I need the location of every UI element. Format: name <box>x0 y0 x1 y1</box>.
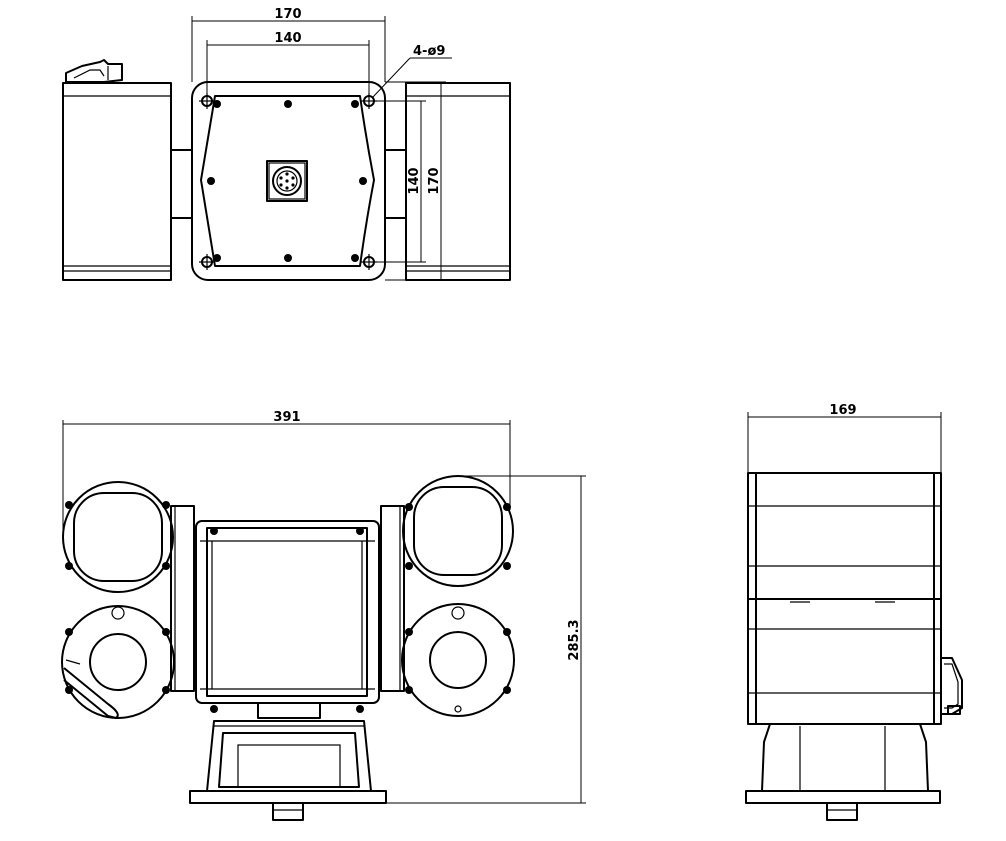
front-view: 391 285.3 <box>61 410 586 821</box>
side-view-lower-housing <box>747 598 942 725</box>
side-view-upper-housing <box>747 472 942 600</box>
side-view-base <box>745 723 941 821</box>
dimension-side-overall-width <box>747 412 942 473</box>
top-view-right-housing <box>405 82 511 281</box>
front-view-pedestal <box>189 720 387 821</box>
mounting-holes-leader <box>371 57 452 99</box>
top-view: 170 140 4-ø9 140 170 <box>62 7 511 281</box>
front-view-left-lower-lamp <box>61 605 175 719</box>
top-view-left-housing <box>62 59 172 281</box>
mounting-holes-label: 4-ø9 <box>413 44 445 59</box>
front-view-right-lower-lamp <box>401 603 515 717</box>
dimension-front-overall-height <box>386 475 586 804</box>
front-view-left-upper-lamp <box>62 481 174 593</box>
dimension-label-top-hole-spacing-vertical: 140 <box>407 167 422 194</box>
dimension-label-front-overall-height: 285.3 <box>567 619 582 660</box>
top-view-connector <box>266 160 308 202</box>
front-view-right-upper-lamp <box>402 475 514 587</box>
dimension-label-top-hole-spacing: 140 <box>274 31 301 46</box>
dimension-top-hole-spacing-vertical <box>374 100 426 263</box>
top-view-left-neck <box>170 149 193 219</box>
dimension-top-overall-height <box>385 81 446 281</box>
dimension-label-top-overall-height: 170 <box>427 167 442 194</box>
front-view-neck <box>257 702 321 719</box>
dimension-front-overall-width <box>62 420 511 540</box>
dimension-top-overall-width <box>191 16 386 82</box>
dimension-label-front-overall-width: 391 <box>273 410 300 425</box>
front-view-center-body <box>195 520 380 713</box>
top-view-center-plate <box>191 81 386 281</box>
dimension-label-side-overall-width: 169 <box>829 403 856 418</box>
front-view-right-bracket <box>380 505 405 692</box>
side-view: 169 <box>745 403 963 821</box>
front-view-left-bracket <box>170 505 195 692</box>
dimension-label-top-overall-width: 170 <box>274 7 301 22</box>
dimension-top-hole-spacing <box>206 40 370 96</box>
side-view-clip <box>941 657 963 715</box>
top-view-right-neck <box>384 149 407 219</box>
